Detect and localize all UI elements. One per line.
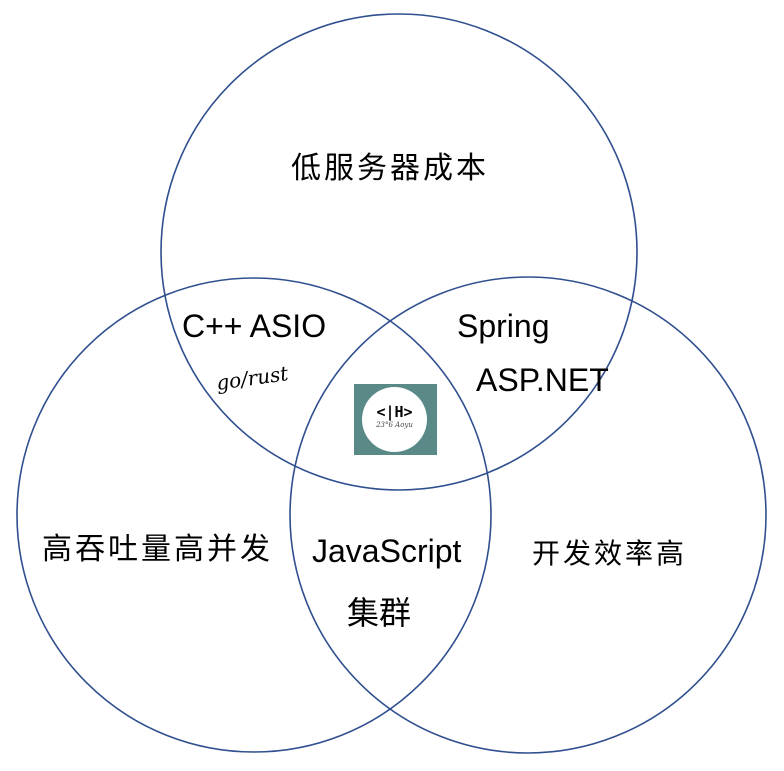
logo-signature: 23°6 Aoyu (376, 421, 413, 429)
logo-mark: <|H> (376, 403, 413, 421)
top-left-primary: C++ ASIO (182, 308, 327, 344)
circle-top (160, 13, 638, 491)
left-right-line2: 集群 (347, 594, 412, 632)
logo-disc: <|H> 23°6 Aoyu (362, 387, 427, 452)
top-circle-label: 低服务器成本 (291, 151, 489, 186)
left-right-line1: JavaScript (312, 533, 462, 569)
top-right-line2: ASP.NET (476, 362, 609, 398)
left-circle-label: 高吞吐量高并发 (42, 532, 273, 567)
top-right-line1: Spring (457, 308, 550, 344)
right-circle-label: 开发效率高 (532, 537, 688, 570)
circle-left (16, 277, 492, 753)
center-logo: <|H> 23°6 Aoyu (354, 384, 437, 455)
circle-right (289, 276, 767, 754)
